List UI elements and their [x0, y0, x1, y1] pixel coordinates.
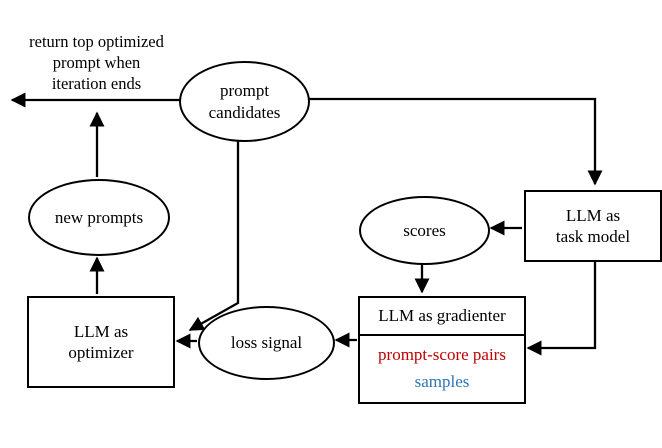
node-loss-signal: loss signal	[198, 306, 335, 380]
arrow-candidates-to-task-model	[306, 97, 603, 186]
node-llm-task-model: LLM as task model	[524, 190, 662, 262]
prompt-score-pairs-label: prompt-score pairs	[378, 345, 506, 365]
node-llm-gradienter: LLM as gradienter prompt-score pairs sam…	[358, 296, 526, 404]
arrow-candidates-to-optimizer	[188, 138, 240, 332]
arrow-task-model-to-gradienter	[526, 258, 597, 356]
node-new-prompts: new prompts	[28, 179, 170, 256]
return-note: return top optimized prompt when iterati…	[29, 32, 164, 94]
gradienter-title: LLM as gradienter	[360, 298, 524, 336]
node-llm-optimizer: LLM as optimizer	[27, 296, 175, 388]
gradienter-inputs: prompt-score pairs samples	[360, 336, 524, 402]
node-scores: scores	[359, 196, 490, 265]
node-prompt-candidates: prompt candidates	[179, 61, 310, 142]
samples-label: samples	[414, 372, 470, 391]
